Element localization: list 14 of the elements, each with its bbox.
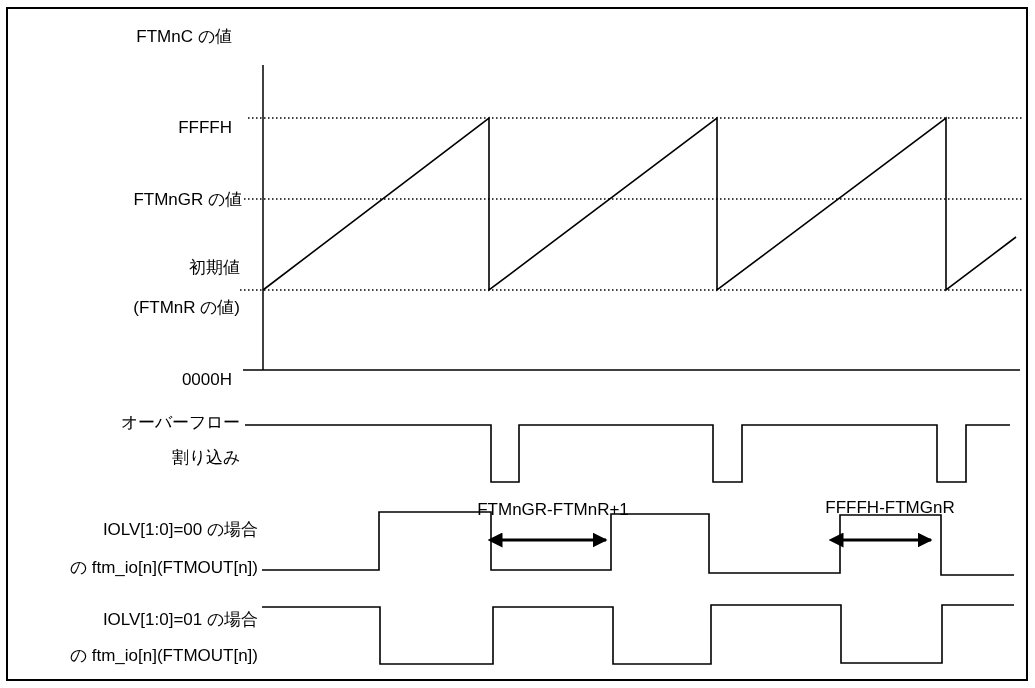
signal-label: の ftm_io[n](FTMOUT[n]) [70,558,258,578]
signal-label: 割り込み [172,448,240,468]
tick-label: 初期値 [189,258,240,278]
tick-label: FFFFH [178,118,232,138]
axis-label: FTMnC の値 [136,27,232,47]
signal-label: の ftm_io[n](FTMOUT[n]) [70,646,258,666]
tick-label: 0000H [181,370,232,390]
dimension-label: FTMnGR-FTMnR+1 [477,500,629,520]
signal-label: IOLV[1:0]=00 の場合 [102,520,258,540]
dimension-label: FFFFH-FTMGnR [825,498,955,518]
tick-label: FTMnGR の値 [133,190,242,210]
signal-label: IOLV[1:0]=01 の場合 [102,610,258,630]
signal-label: オーバーフロー [121,413,240,433]
tick-label: (FTMnR の値) [133,298,240,318]
